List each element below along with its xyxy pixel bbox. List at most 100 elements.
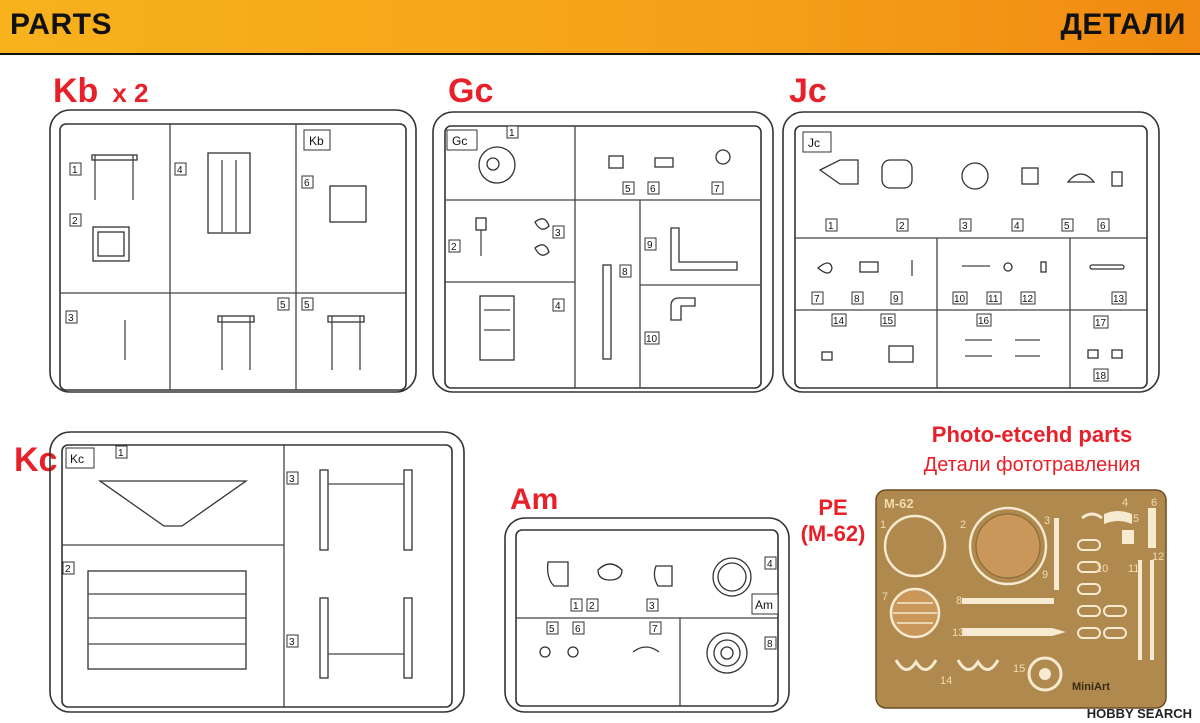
gc-num-1: 1 bbox=[509, 128, 515, 139]
am-part-2 bbox=[597, 563, 623, 581]
sprue-kc-frame bbox=[49, 431, 465, 713]
pe-part-3 bbox=[1081, 512, 1103, 520]
gc-num-3: 3 bbox=[555, 228, 561, 239]
sprue-am: Am 1 2 3 4 5 6 7 8 bbox=[504, 517, 790, 713]
gc-num-8: 8 bbox=[622, 267, 628, 278]
pe-part-13 bbox=[962, 628, 1066, 636]
sprue-gc: Gc 1 2 3 4 5 6 7 8 9 10 bbox=[432, 111, 774, 393]
am-num-2: 2 bbox=[589, 601, 595, 612]
am-tag-box bbox=[751, 593, 779, 615]
pe-part-15 bbox=[1027, 656, 1063, 692]
jc-num-5: 5 bbox=[1064, 221, 1070, 232]
am-part-3 bbox=[653, 565, 673, 587]
jc-part-5 bbox=[1066, 173, 1096, 183]
jc-part-12 bbox=[1040, 261, 1047, 273]
jc-num-10: 10 bbox=[954, 294, 966, 305]
am-part-1 bbox=[546, 561, 569, 587]
gc-part-8 bbox=[602, 264, 612, 360]
kb-part-4 bbox=[207, 152, 251, 234]
pe-num-14: 14 bbox=[940, 675, 952, 687]
jc-num-2: 2 bbox=[899, 221, 905, 232]
pe-num-5: 5 bbox=[1133, 513, 1139, 525]
gc-part-10 bbox=[670, 297, 696, 321]
pe-part-14a bbox=[894, 659, 938, 671]
gc-tag-box bbox=[446, 129, 478, 151]
jc-num-11: 11 bbox=[988, 294, 999, 305]
kb-part-6 bbox=[329, 185, 367, 223]
pe-num-4: 4 bbox=[1122, 497, 1128, 509]
kb-part-5b bbox=[327, 315, 365, 323]
pe-num-15: 15 bbox=[1013, 663, 1025, 675]
pe-title-en: Photo-etcehd parts bbox=[931, 422, 1133, 447]
am-num-6: 6 bbox=[575, 624, 581, 635]
pe-title-ru: Детали фототравления bbox=[923, 454, 1141, 476]
pe-num-10: 10 bbox=[1096, 563, 1108, 575]
jc-part-15 bbox=[888, 345, 914, 363]
pe-plate: M-62 MiniArt 1 2 3 4 5 6 7 bbox=[875, 489, 1167, 709]
pe-num-6: 6 bbox=[1151, 497, 1157, 509]
kb-part-5a bbox=[217, 315, 255, 323]
gc-tag: Gc bbox=[452, 134, 467, 148]
kc-part-3a bbox=[319, 469, 329, 551]
am-num-4: 4 bbox=[767, 559, 773, 570]
sprue-kb-letter: Kb bbox=[53, 72, 99, 110]
am-num-1: 1 bbox=[573, 601, 579, 612]
jc-num-17: 17 bbox=[1095, 318, 1107, 329]
jc-num-6: 6 bbox=[1100, 221, 1106, 232]
pe-num-2: 2 bbox=[960, 519, 966, 531]
pe-brand: MiniArt bbox=[1072, 681, 1110, 693]
kb-num-5b: 5 bbox=[304, 300, 310, 311]
jc-num-3: 3 bbox=[962, 221, 968, 232]
sprue-jc-frame bbox=[782, 111, 1160, 393]
pe-plate-code: M-62 bbox=[884, 496, 914, 511]
jc-num-7: 7 bbox=[814, 294, 820, 305]
kc-part-3b bbox=[319, 597, 329, 679]
kc-tag-box bbox=[65, 447, 95, 469]
am-part-6 bbox=[567, 646, 579, 658]
pe-num-7: 7 bbox=[882, 591, 888, 603]
kb-num-4: 4 bbox=[177, 165, 183, 176]
header-title-ru: ДЕТАЛИ bbox=[1060, 8, 1186, 41]
jc-part-14 bbox=[821, 351, 833, 361]
kb-num-1: 1 bbox=[72, 165, 78, 176]
kc-part-2 bbox=[87, 570, 247, 670]
watermark: HOBBY SEARCH bbox=[1086, 706, 1192, 721]
gc-part-6 bbox=[654, 157, 674, 168]
jc-part-13 bbox=[1089, 264, 1125, 270]
pe-num-3: 3 bbox=[1044, 515, 1050, 527]
pe-num-11: 11 bbox=[1128, 563, 1139, 575]
gc-part-5 bbox=[608, 155, 624, 169]
pe-part-2 bbox=[968, 506, 1048, 586]
am-num-7: 7 bbox=[652, 624, 658, 635]
am-part-7 bbox=[632, 646, 660, 653]
kc-num-1: 1 bbox=[118, 448, 124, 459]
sprue-jc: Jc 1 2 3 4 5 6 7 8 9 10 11 12 13 14 15 1… bbox=[782, 111, 1160, 393]
pe-label-top: PE bbox=[818, 495, 848, 520]
pe-num-1: 1 bbox=[880, 519, 886, 531]
pe-part-11 bbox=[1138, 560, 1142, 660]
jc-part-1 bbox=[818, 159, 859, 185]
pe-part-12 bbox=[1150, 560, 1154, 660]
am-tag: Am bbox=[755, 598, 773, 612]
gc-part-2 bbox=[475, 217, 487, 231]
pe-part-8 bbox=[962, 598, 1054, 604]
pe-part-4 bbox=[1104, 511, 1132, 524]
kb-tag-box bbox=[303, 129, 331, 151]
jc-part-7 bbox=[816, 262, 833, 274]
pe-num-9: 9 bbox=[1042, 569, 1048, 581]
gc-num-4: 4 bbox=[555, 301, 561, 312]
jc-num-13: 13 bbox=[1113, 294, 1125, 305]
jc-tag-box bbox=[802, 131, 832, 153]
am-num-8: 8 bbox=[767, 639, 773, 650]
sprue-jc-title: Jc bbox=[789, 72, 827, 110]
pe-num-12: 12 bbox=[1152, 551, 1164, 563]
kc-num-3a: 3 bbox=[289, 474, 295, 485]
jc-part-2 bbox=[881, 159, 913, 189]
kc-num-3b: 3 bbox=[289, 637, 295, 648]
jc-num-14: 14 bbox=[833, 316, 845, 327]
jc-num-16: 16 bbox=[978, 316, 990, 327]
jc-part-3 bbox=[961, 162, 989, 190]
kb-num-5a: 5 bbox=[280, 300, 286, 311]
